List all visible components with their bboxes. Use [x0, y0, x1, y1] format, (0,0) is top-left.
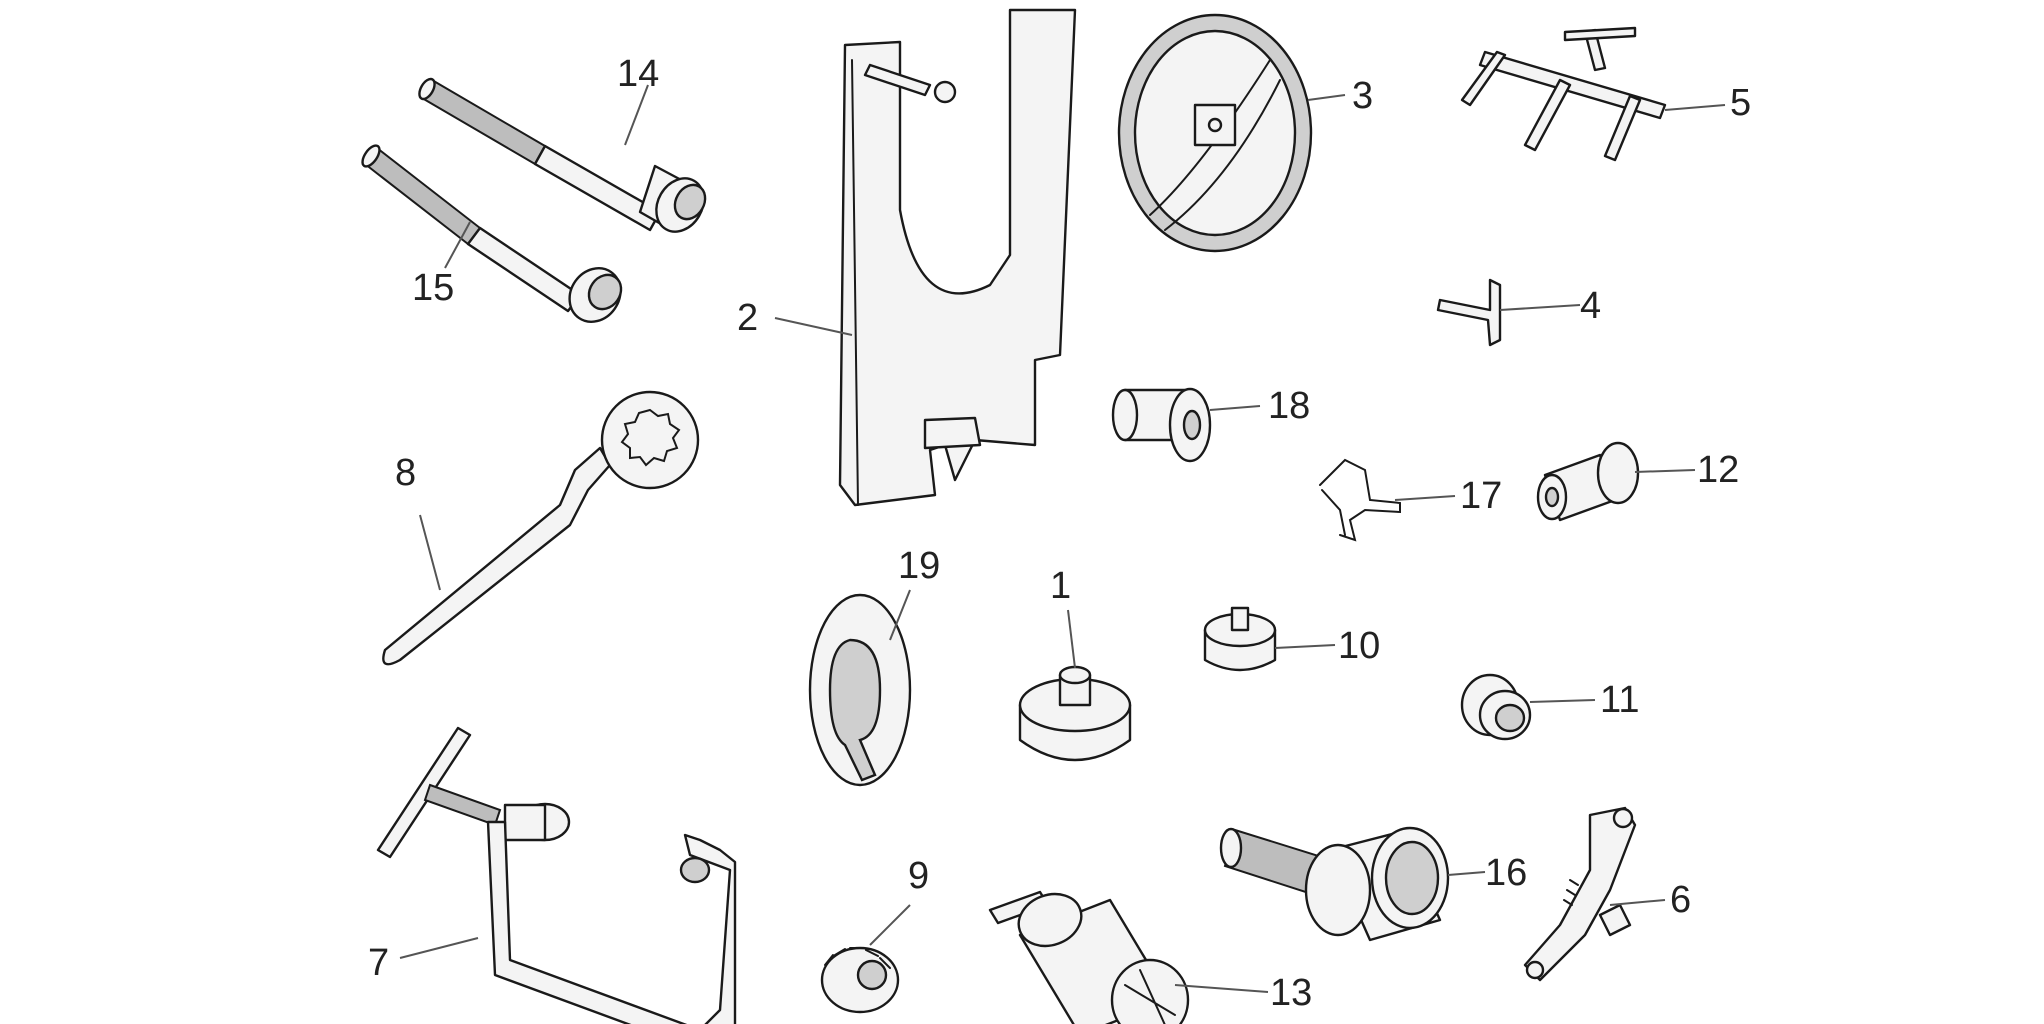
callout-6: 6 [1670, 879, 1691, 921]
part-12-bush [1536, 441, 1640, 522]
part-3-degree-wheel [1117, 13, 1313, 253]
callout-19: 19 [898, 545, 940, 587]
part-13-cylinder [988, 890, 1190, 1024]
callout-12: 12 [1697, 449, 1739, 491]
part-15-bolt [361, 144, 623, 323]
callout-18: 18 [1268, 385, 1310, 427]
part-7-c-clamp [376, 726, 737, 1024]
callout-1: 1 [1050, 565, 1071, 607]
part-10-knob [1203, 606, 1277, 672]
callout-10: 10 [1338, 625, 1380, 667]
callout-17: 17 [1460, 475, 1502, 517]
callout-14: 14 [617, 53, 659, 95]
part-17-clip [1319, 458, 1401, 542]
callout-9: 9 [908, 855, 929, 897]
callout-4: 4 [1580, 285, 1601, 327]
callout-2: 2 [737, 297, 758, 339]
callout-11: 11 [1600, 679, 1639, 721]
part-4-bracket [1436, 278, 1502, 347]
part-2-fork-plate [838, 8, 1077, 507]
part-16-sleeve [1219, 826, 1450, 942]
callout-13: 13 [1270, 972, 1312, 1014]
part-9-nut [820, 946, 900, 1014]
callout-16: 16 [1485, 852, 1527, 894]
part-18-tube [1111, 387, 1212, 463]
callout-15: 15 [412, 267, 454, 309]
part-8-ring-spanner [382, 390, 700, 666]
part-6-lever [1523, 806, 1637, 982]
callout-5: 5 [1730, 82, 1751, 124]
part-14-bolt [418, 77, 707, 233]
callout-8: 8 [395, 452, 416, 494]
callout-7: 7 [368, 942, 389, 984]
part-5-puller [1460, 26, 1667, 162]
part-19-washer [808, 593, 912, 787]
part-11-cup [1460, 673, 1532, 741]
callout-3: 3 [1352, 75, 1373, 117]
part-1-drum [1018, 665, 1132, 762]
